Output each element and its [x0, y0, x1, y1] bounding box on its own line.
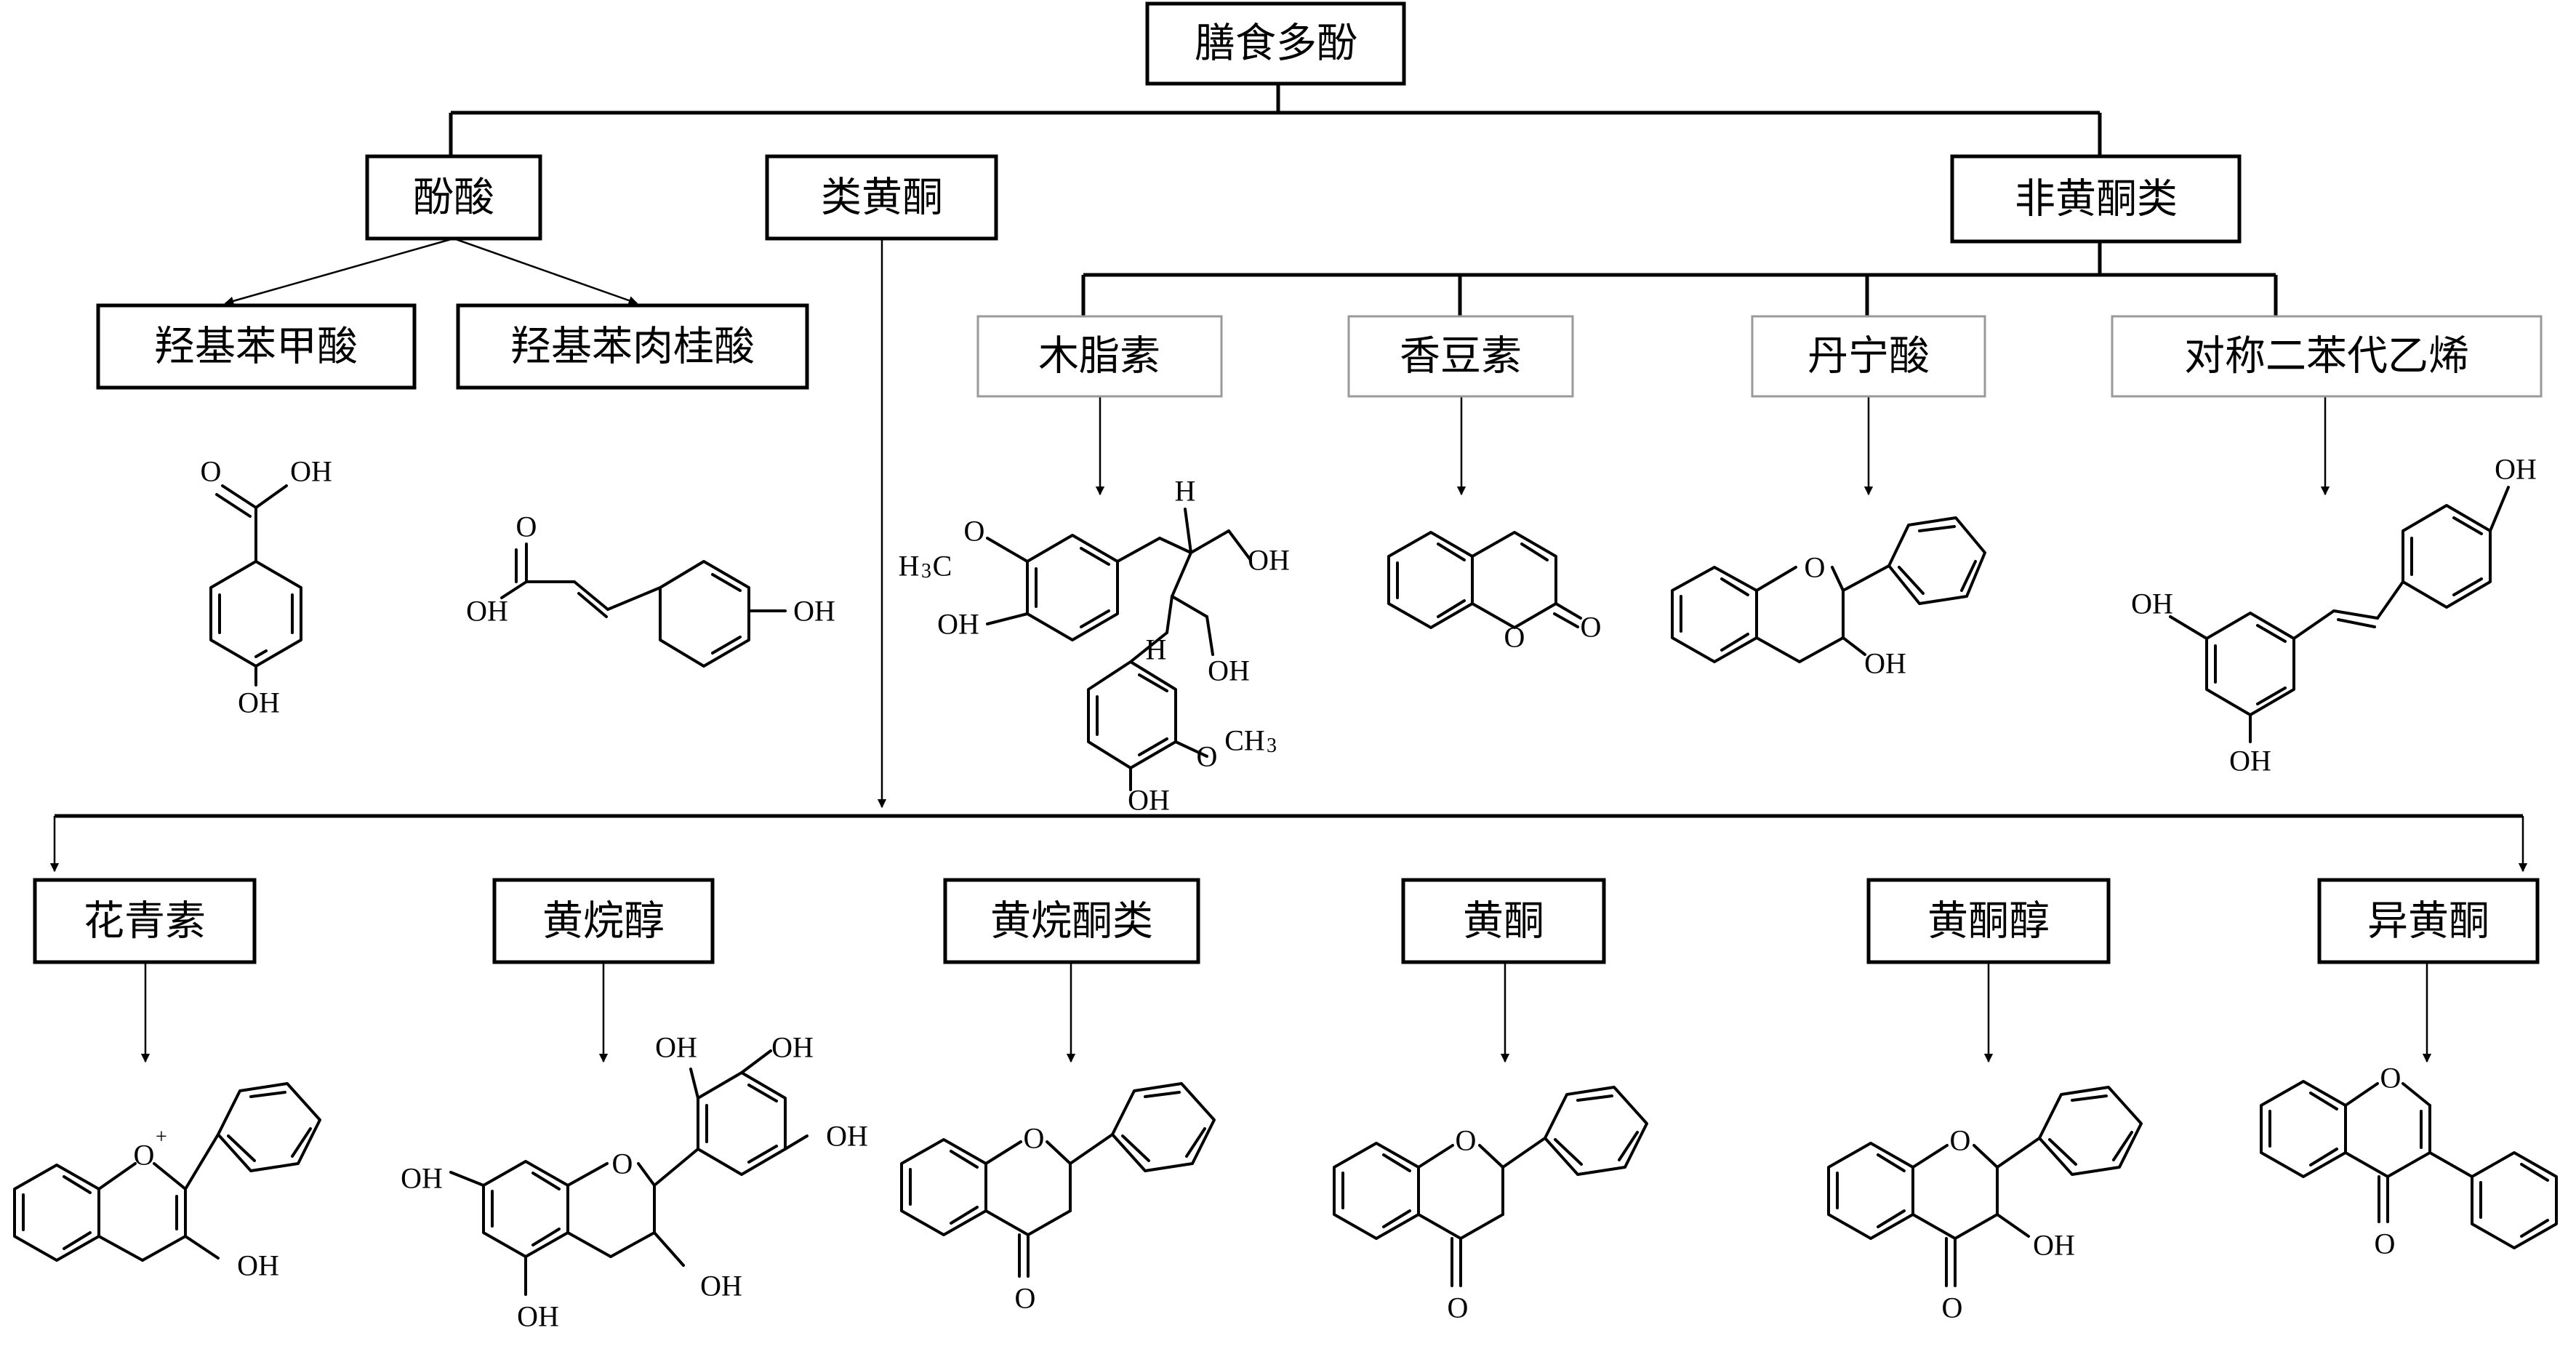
structure-flavonol: O O OH — [1827, 1086, 2143, 1324]
svg-text:木脂素: 木脂素 — [1038, 333, 1160, 380]
methyl-group-ch3: CH 3 — [1224, 724, 1277, 758]
structure-coumarin: O O — [1387, 531, 1602, 654]
svg-text:异黄酮: 异黄酮 — [2367, 898, 2489, 945]
svg-text:黄酮醇: 黄酮醇 — [1927, 898, 2050, 945]
svg-text:O: O — [1805, 551, 1826, 584]
svg-text:O: O — [1015, 1282, 1036, 1315]
svg-text:对称二苯代乙烯: 对称二苯代乙烯 — [2184, 333, 2469, 380]
top-connectors — [49, 84, 2528, 1063]
node-flavonol: 黄酮醇 — [1866, 878, 2111, 964]
svg-text:黄烷醇: 黄烷醇 — [542, 898, 665, 945]
svg-text:H: H — [1175, 475, 1196, 508]
node-lignan: 木脂素 — [976, 315, 1223, 398]
svg-text:C: C — [933, 550, 952, 583]
svg-text:O: O — [1581, 611, 1602, 644]
svg-text:OH: OH — [826, 1120, 868, 1153]
methyl-group-h3c: H 3 C — [899, 550, 952, 583]
svg-text:OH: OH — [1248, 544, 1290, 577]
node-isoflavone: 异黄酮 — [2317, 878, 2540, 964]
node-non-flavonoids: 非黄酮类 — [1950, 154, 2242, 244]
structure-hydroxycinnamic-acid: O OH OH — [466, 511, 835, 668]
svg-text:O: O — [1504, 621, 1525, 654]
svg-text:+: + — [156, 1126, 167, 1148]
svg-text:O: O — [1456, 1124, 1477, 1157]
structure-stilbene: OH OH OH — [2131, 453, 2537, 777]
structure-tannic-acid: O OH — [1671, 516, 1986, 680]
svg-text:羟基苯甲酸: 羟基苯甲酸 — [154, 324, 358, 371]
node-flavanol: 黄烷醇 — [492, 878, 715, 964]
svg-text:O: O — [2380, 1062, 2402, 1094]
root-label: 膳食多酚 — [1195, 20, 1357, 68]
svg-text:OH: OH — [1208, 655, 1250, 687]
svg-text:OH: OH — [517, 1300, 559, 1333]
svg-text:O: O — [1942, 1292, 1963, 1324]
svg-text:OH: OH — [771, 1031, 814, 1064]
svg-text:O: O — [134, 1139, 155, 1172]
svg-text:O: O — [201, 455, 222, 488]
node-flavone: 黄酮 — [1401, 878, 1606, 964]
structure-flavone: O O — [1333, 1086, 1648, 1324]
svg-text:3: 3 — [921, 560, 931, 583]
structure-hydroxybenzoic-acid: O OH OH — [201, 455, 332, 719]
svg-text:OH: OH — [238, 686, 280, 719]
structure-flavanol: OH O OH OH OH OH OH — [401, 1031, 868, 1333]
svg-text:OH: OH — [2033, 1229, 2075, 1262]
svg-text:非黄酮类: 非黄酮类 — [2015, 176, 2178, 223]
structure-flavanone: O O — [900, 1082, 1216, 1315]
svg-text:羟基苯肉桂酸: 羟基苯肉桂酸 — [510, 324, 755, 371]
svg-text:O: O — [612, 1148, 633, 1180]
svg-text:黄烷酮类: 黄烷酮类 — [990, 898, 1153, 945]
svg-text:OH: OH — [793, 595, 835, 628]
svg-text:OH: OH — [655, 1031, 697, 1064]
svg-text:OH: OH — [466, 595, 508, 628]
svg-text:丹宁酸: 丹宁酸 — [1807, 333, 1930, 380]
svg-text:O: O — [516, 511, 537, 543]
svg-text:O: O — [1448, 1292, 1469, 1324]
node-hydroxybenzoic-acid: 羟基苯甲酸 — [96, 303, 417, 390]
svg-text:OH: OH — [2229, 745, 2271, 777]
svg-text:OH: OH — [290, 455, 332, 488]
svg-text:O: O — [2375, 1228, 2396, 1260]
svg-text:O: O — [964, 515, 985, 548]
svg-text:花青素: 花青素 — [84, 898, 206, 945]
node-phenolic-acids: 酚酸 — [365, 154, 542, 241]
svg-text:类黄酮: 类黄酮 — [821, 175, 943, 222]
svg-text:香豆素: 香豆素 — [1400, 333, 1522, 380]
svg-text:3: 3 — [1267, 734, 1277, 757]
structure-isoflavone: O O — [2260, 1062, 2558, 1260]
svg-text:CH: CH — [1224, 724, 1265, 757]
structure-lignan: O H 3 C OH H OH H OH O CH 3 OH — [899, 475, 1290, 817]
svg-text:OH: OH — [401, 1162, 443, 1195]
svg-text:酚酸: 酚酸 — [413, 175, 494, 222]
structure-anthocyanin: O + OH — [13, 1082, 321, 1282]
root-node: 膳食多酚 — [1145, 1, 1406, 86]
node-tannic-acid: 丹宁酸 — [1751, 315, 1986, 398]
node-coumarin: 香豆素 — [1347, 315, 1574, 398]
node-flavanone: 黄烷酮类 — [943, 878, 1200, 964]
svg-text:H: H — [1146, 633, 1167, 666]
svg-text:O: O — [1197, 740, 1218, 773]
svg-text:O: O — [1950, 1124, 1971, 1157]
svg-text:OH: OH — [237, 1249, 279, 1282]
svg-text:H: H — [899, 550, 920, 583]
svg-text:OH: OH — [2495, 453, 2537, 486]
svg-text:黄酮: 黄酮 — [1463, 898, 1544, 945]
svg-text:O: O — [1024, 1122, 1045, 1155]
svg-text:OH: OH — [937, 608, 979, 641]
node-hydroxycinnamic-acid: 羟基苯肉桂酸 — [456, 303, 809, 390]
node-flavonoids: 类黄酮 — [765, 154, 998, 241]
svg-text:OH: OH — [1864, 647, 1906, 680]
svg-text:OH: OH — [1128, 784, 1170, 817]
svg-text:OH: OH — [2131, 588, 2173, 620]
node-stilbene: 对称二苯代乙烯 — [2111, 315, 2543, 398]
node-anthocyanin: 花青素 — [33, 878, 257, 964]
svg-text:OH: OH — [700, 1270, 742, 1302]
